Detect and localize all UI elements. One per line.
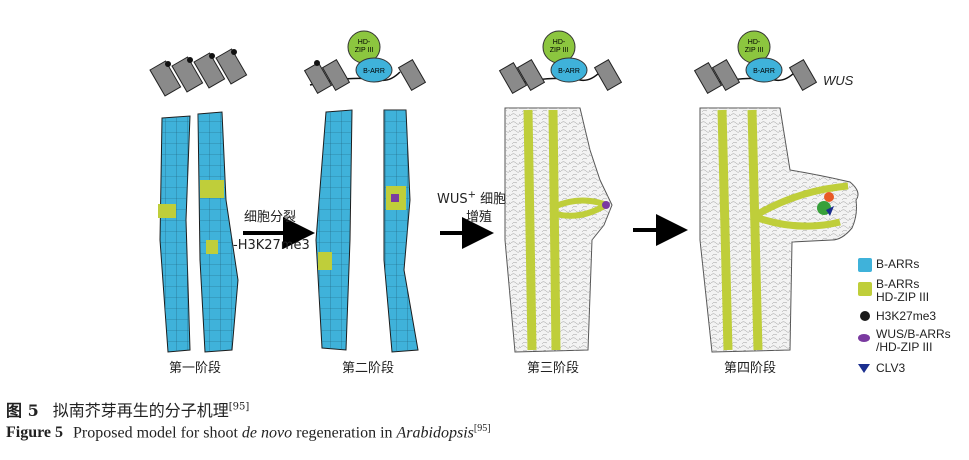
- legend-swatch: [858, 258, 872, 272]
- figure-diagram: HD- ZIP III B-ARR HD- ZIP III B-ARR: [149, 30, 859, 353]
- stage-2-label: 第二阶段: [341, 361, 394, 376]
- complex-top-2: ZIP III: [550, 47, 569, 54]
- legend-item-h3k27me3: H3K27me3: [858, 310, 936, 323]
- legend-item-wus-complex: WUS/B-ARRs/HD-ZIP III: [858, 328, 951, 354]
- complex-top-1: HD-: [553, 39, 566, 46]
- stage2-complex: [303, 30, 427, 94]
- complex-top-1: HD-: [358, 39, 371, 46]
- stage-4-label: 第四阶段: [723, 361, 776, 376]
- stage2-tissue: [315, 109, 419, 353]
- wus-label: WUS: [823, 73, 854, 88]
- stage4-tissue: [699, 107, 859, 353]
- stage4-complex: [693, 30, 818, 94]
- legend-swatch: [858, 334, 870, 342]
- legend-swatch: [858, 364, 870, 373]
- complex-bottom: B-ARR: [363, 68, 385, 75]
- complex-bottom: B-ARR: [753, 68, 775, 75]
- complex-top-2: ZIP III: [745, 47, 764, 54]
- arrow2-line1: WUS+ 细胞: [437, 189, 507, 207]
- stage1-chromatin: [149, 48, 248, 97]
- stage-3-label: 第三阶段: [526, 361, 579, 376]
- complex-top-1: HD-: [748, 39, 761, 46]
- complex-bottom: B-ARR: [558, 68, 580, 75]
- legend-swatch: [860, 311, 870, 321]
- legend-item-barrs: B-ARRs: [858, 258, 919, 272]
- stage3-complex: [498, 30, 623, 94]
- stage-1-label: 第一阶段: [168, 361, 221, 376]
- stage3-tissue: [504, 107, 613, 353]
- legend-swatch: [858, 282, 872, 296]
- arrow1-line2: -H3K27me3: [233, 238, 310, 253]
- stage1-tissue: [158, 111, 239, 353]
- arrow2-line2: 增殖: [466, 210, 493, 225]
- complex-top-2: ZIP III: [355, 47, 374, 54]
- legend-item-clv3: CLV3: [858, 362, 905, 375]
- arrow1-line1: 细胞分裂: [244, 210, 297, 225]
